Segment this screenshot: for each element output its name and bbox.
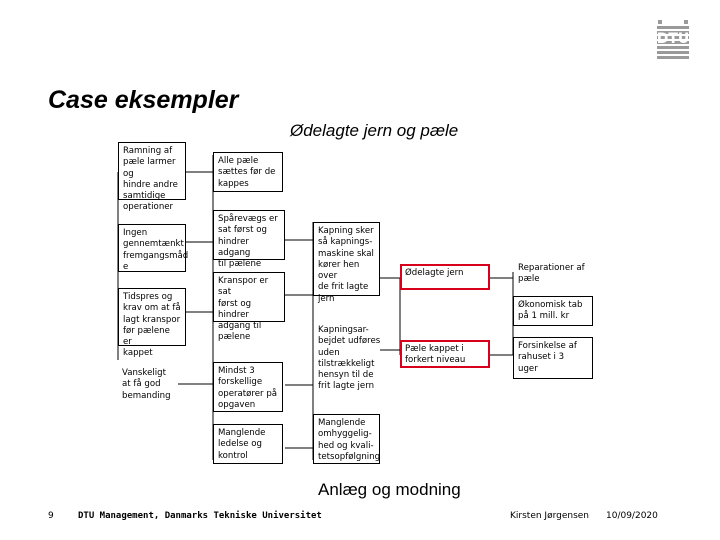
cause-box-no-planned-approach: Ingen gennemtænkt fremgangsmåd e	[118, 224, 188, 272]
diagram-subtitle: Ødelagte jern og pæle	[290, 121, 459, 140]
consequence-box-economic-loss: Økonomisk tab på 1 mill. kr	[513, 296, 593, 326]
cause-box-pile-driving-noise: Ramning af pæle larmer og hindre andre s…	[118, 142, 186, 212]
footer-organization: DTU Management, Danmarks Tekniske Univer…	[78, 511, 322, 521]
cause-box-crane-track-blocks: Kranspor er sat først og hindrer adgang …	[213, 272, 285, 342]
consequence-text-repairs: Reparationer af pæle	[518, 263, 585, 285]
diagram-caption: Anlæg og modning	[318, 480, 461, 499]
cause-box-piles-set-before-cut: Alle pæle sættes før de kappes	[213, 152, 283, 192]
dtu-logo: DTU	[657, 20, 690, 59]
page-number: 9	[48, 511, 54, 521]
cause-box-three-operators: Mindst 3 forskellige operatører på opgav…	[213, 362, 283, 412]
cause-text-cutting-without-care: Kapningsar- bejdet udføres uden tilstræk…	[318, 325, 381, 392]
outcome-box-piles-wrong-level: Pæle kappet i forkert niveau	[400, 340, 490, 368]
cause-box-time-pressure: Tidspres og krav om at få lagt kranspor …	[118, 288, 186, 358]
cause-text-staffing: Vanskeligt at få god bemanding	[122, 368, 171, 401]
cause-box-sheet-walls-block: Spårevægs er sat først og hindrer adgang…	[213, 210, 285, 269]
cause-box-lacking-management: Manglende ledelse og kontrol	[213, 424, 283, 464]
cause-box-lacking-quality-followup: Manglende omhyggelig- hed og kvali- tets…	[313, 414, 380, 464]
svg-text:DTU: DTU	[657, 31, 690, 47]
footer-author: Kirsten Jørgensen	[510, 511, 590, 521]
cause-box-cutting-machine-over-rebar: Kapning sker så kapnings- maskine skal k…	[313, 222, 380, 304]
footer-date: 10/09/2020	[606, 511, 658, 521]
outcome-box-broken-rebar: Ødelagte jern	[400, 264, 490, 290]
consequence-box-delay: Forsinkelse af rahuset i 3 uger	[513, 337, 593, 379]
slide-title: Case eksempler	[48, 86, 239, 114]
